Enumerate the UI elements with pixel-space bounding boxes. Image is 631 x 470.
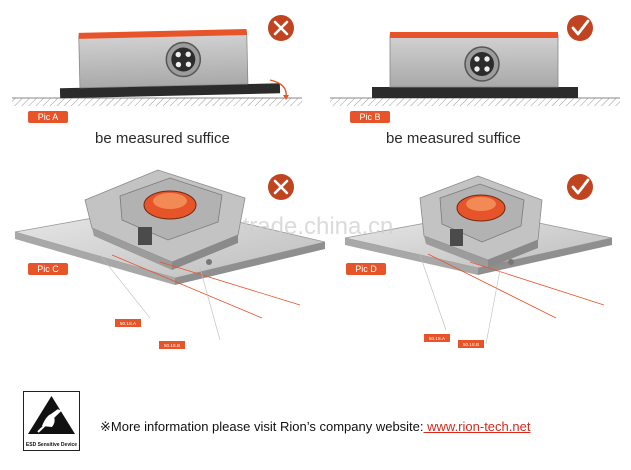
device-base-plate: [372, 87, 578, 98]
surface-hatch: [330, 98, 620, 106]
pic-tag-c-label: Pic C: [37, 264, 59, 274]
caption-b: be measured suffice: [386, 130, 521, 147]
caption-a: be measured suffice: [95, 130, 230, 147]
pic-tag-a: Pic A: [28, 111, 68, 123]
watermark: trade.china.cn: [243, 213, 394, 240]
check-icon: [567, 15, 593, 41]
device-body: [78, 31, 249, 89]
dim-label: 50.1S.A: [115, 319, 141, 327]
dim-label-text: 50.1S.A: [429, 336, 445, 341]
panel-a: Pic A be measured suffice: [12, 15, 302, 147]
device-top-stripe: [390, 32, 558, 38]
pic-tag-b-label: Pic B: [359, 112, 380, 122]
panel-c: Pic C 50.1S.A 50.1S.B: [14, 169, 326, 349]
cross-icon: [268, 15, 294, 41]
cable-port: [450, 229, 463, 246]
device-top-stripe: [78, 29, 247, 39]
info-text: ※More information please visit Rion’s co…: [100, 419, 424, 434]
website-link[interactable]: www.rion-tech.net: [423, 419, 531, 434]
guide-line: [427, 253, 557, 319]
cross-icon: [268, 174, 294, 200]
guide-line: [159, 261, 301, 306]
cable-port: [138, 227, 152, 245]
surface-hatch: [12, 98, 302, 106]
dim-label: 50.1S.A: [424, 334, 450, 342]
panel-d: Pic D 50.1S.A 50.1S.B: [344, 174, 613, 348]
pic-tag-c: Pic C: [28, 263, 68, 275]
gap-arrow: [269, 79, 287, 98]
pic-tag-d-label: Pic D: [355, 264, 377, 274]
info-line: ※More information please visit Rion’s co…: [100, 419, 530, 435]
esd-label: ESD Sensitive Device: [25, 442, 78, 448]
esd-warning-icon: [28, 396, 75, 434]
panel-b: Pic B be measured suffice: [330, 15, 620, 147]
esd-logo: ESD Sensitive Device: [23, 391, 80, 451]
pic-tag-a-label: Pic A: [38, 112, 59, 122]
dim-label: 50.1S.B: [159, 341, 185, 349]
dim-label-text: 50.1S.B: [164, 343, 180, 348]
pic-tag-d: Pic D: [346, 263, 386, 275]
guide-line: [469, 261, 605, 306]
dim-label-text: 50.1S.B: [463, 342, 479, 347]
guide-line: [111, 254, 263, 319]
pic-tag-b: Pic B: [350, 111, 390, 123]
dim-label-text: 50.1S.A: [120, 321, 136, 326]
dim-label: 50.1S.B: [458, 340, 484, 348]
check-icon: [567, 174, 593, 200]
